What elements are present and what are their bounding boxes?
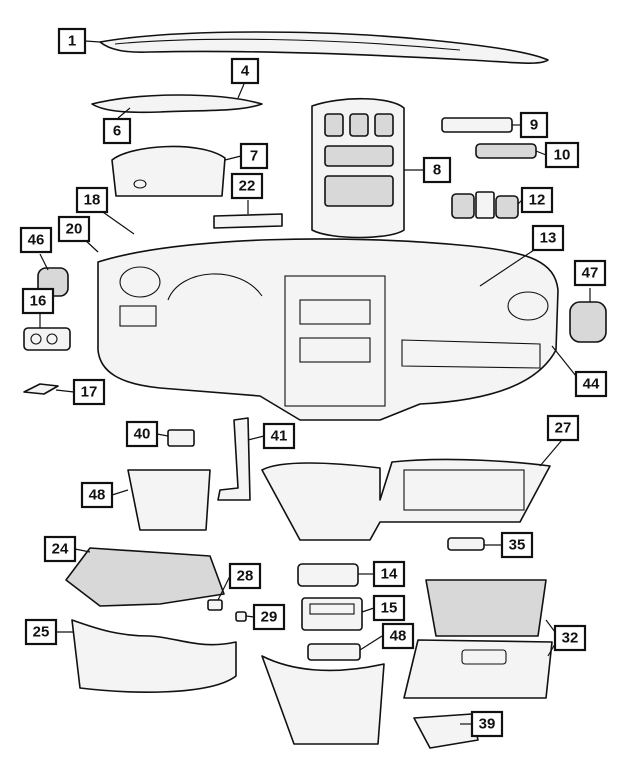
part-48-console-pad — [307, 643, 361, 661]
callout-1: 1 — [57, 27, 87, 55]
part-35-clip — [447, 537, 485, 551]
callout-44: 44 — [574, 370, 608, 398]
part-47-right-vent — [569, 301, 607, 343]
svg-text:48: 48 — [89, 487, 106, 504]
svg-text:46: 46 — [28, 232, 45, 249]
part-15-radio — [301, 597, 363, 631]
callout-40: 40 — [125, 420, 159, 448]
part-24-reinforcement — [65, 547, 225, 607]
svg-text:16: 16 — [30, 293, 47, 310]
svg-text:20: 20 — [66, 221, 83, 238]
svg-text:48: 48 — [390, 628, 407, 645]
callout-48-console-pad: 48 — [381, 622, 415, 650]
part-27-lower-panel — [261, 458, 551, 541]
callout-16: 16 — [21, 287, 55, 315]
callout-47: 47 — [573, 259, 607, 287]
svg-text:35: 35 — [509, 537, 526, 554]
svg-text:7: 7 — [250, 148, 258, 165]
callout-17: 17 — [72, 378, 106, 406]
callout-10: 10 — [544, 141, 580, 169]
callout-28: 28 — [228, 562, 262, 590]
leader-lines — [39, 40, 591, 725]
svg-text:29: 29 — [261, 609, 278, 626]
svg-text:12: 12 — [529, 192, 546, 209]
svg-text:9: 9 — [530, 117, 538, 134]
svg-text:41: 41 — [271, 428, 288, 445]
callout-4: 4 — [230, 57, 260, 85]
part-28-button — [207, 599, 223, 611]
callout-46: 46 — [19, 226, 53, 254]
callout-20: 20 — [57, 215, 91, 243]
callout-18: 18 — [75, 186, 109, 214]
svg-text:8: 8 — [433, 162, 441, 179]
svg-text:22: 22 — [239, 178, 256, 195]
svg-text:24: 24 — [52, 541, 69, 558]
callout-25: 25 — [24, 618, 58, 646]
svg-text:39: 39 — [479, 716, 496, 733]
svg-text:27: 27 — [555, 420, 572, 437]
part-48-knee-panel — [127, 469, 211, 531]
callout-22: 22 — [230, 172, 264, 200]
callout-39: 39 — [470, 710, 504, 738]
part-40-small-bracket — [167, 429, 195, 447]
callout-15: 15 — [372, 594, 406, 622]
svg-text:25: 25 — [33, 624, 50, 641]
svg-text:14: 14 — [381, 566, 398, 583]
callout-41: 41 — [262, 422, 296, 450]
part-7-instrument-bezel — [111, 145, 226, 197]
part-16-headlamp-switch — [23, 327, 71, 351]
svg-text:32: 32 — [562, 630, 579, 647]
callout-12: 12 — [520, 186, 554, 214]
callout-14: 14 — [372, 560, 406, 588]
part-29-button — [235, 611, 247, 622]
callout-8: 8 — [422, 156, 452, 184]
part-22-bracket — [213, 213, 283, 229]
callout-29: 29 — [252, 603, 286, 631]
part-12-center-vents — [451, 191, 519, 219]
part-8-center-bezel — [311, 97, 405, 239]
part-13-instrument-panel — [97, 238, 559, 421]
part-25-knee-bolster — [71, 619, 237, 693]
callout-35: 35 — [500, 531, 534, 559]
part-10-switch-module — [475, 143, 537, 159]
part-39-bracket — [413, 713, 479, 749]
callout-32: 32 — [553, 624, 587, 652]
part-console-lower — [261, 655, 385, 745]
svg-text:15: 15 — [381, 600, 398, 617]
svg-text:10: 10 — [554, 147, 571, 164]
svg-text:13: 13 — [540, 230, 557, 247]
callout-24: 24 — [43, 535, 77, 563]
svg-text:1: 1 — [68, 33, 76, 50]
svg-text:47: 47 — [582, 265, 599, 282]
callout-6: 6 — [102, 117, 132, 145]
svg-text:28: 28 — [237, 568, 254, 585]
part-9-switch-bezel — [441, 117, 513, 133]
part-17-clip — [23, 383, 59, 395]
svg-text:40: 40 — [134, 426, 151, 443]
part-14-radio-bezel — [297, 563, 359, 587]
svg-text:44: 44 — [583, 376, 600, 393]
part-32-glove-box — [403, 579, 553, 699]
svg-text:18: 18 — [84, 192, 101, 209]
callout-13: 13 — [531, 224, 565, 252]
part-41-trim-strip — [217, 417, 251, 501]
svg-text:17: 17 — [81, 384, 98, 401]
part-1-defroster-duct — [99, 31, 549, 64]
part-4-6-trim-panel — [91, 94, 263, 114]
callout-27: 27 — [546, 414, 580, 442]
svg-text:4: 4 — [241, 63, 250, 80]
callout-7: 7 — [239, 142, 269, 170]
callout-48-knee-panel: 48 — [80, 481, 114, 509]
callout-9: 9 — [519, 111, 549, 139]
svg-text:6: 6 — [113, 123, 121, 140]
